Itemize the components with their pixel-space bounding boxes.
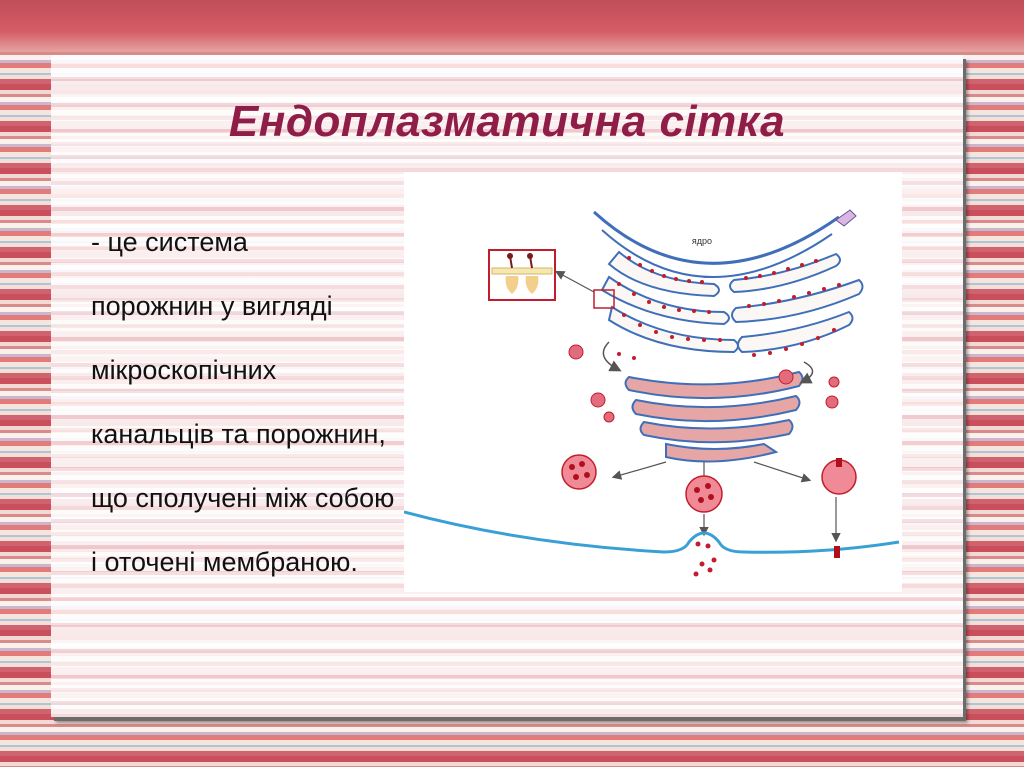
rough-er bbox=[600, 250, 864, 354]
nucleus-label: ядро bbox=[692, 236, 712, 246]
exocytosis-granules bbox=[693, 541, 717, 577]
nuclear-envelope-inner bbox=[601, 229, 833, 278]
inset-box bbox=[488, 249, 556, 301]
definition-text: - це система порожнин у вигляді мікроско… bbox=[91, 210, 551, 594]
ribosomes bbox=[617, 256, 841, 360]
er-diagram: ядро bbox=[403, 172, 902, 592]
golgi-arrow-right bbox=[799, 361, 814, 384]
inset-source-box bbox=[593, 289, 615, 309]
nuclear-pore bbox=[835, 209, 857, 227]
er-diagram-svg: ядро bbox=[403, 209, 900, 577]
secretory-vesicles bbox=[561, 454, 857, 513]
small-vesicles bbox=[568, 344, 840, 423]
definition-line: і оточені мембраною. bbox=[91, 547, 358, 577]
golgi-apparatus bbox=[624, 370, 804, 463]
definition-line: що сполучені між собою bbox=[91, 483, 395, 513]
definition-line: - це система bbox=[91, 227, 248, 257]
definition-line: канальців та порожнин, bbox=[91, 419, 386, 449]
slide-panel: Ендоплазматична сітка ядро bbox=[51, 55, 963, 717]
cell-membrane bbox=[403, 510, 900, 554]
definition-line: порожнин у вигляді bbox=[91, 291, 333, 321]
nuclear-envelope bbox=[592, 210, 840, 265]
definition-line: мікроскопічних bbox=[91, 355, 277, 385]
top-decor-band bbox=[0, 0, 1024, 52]
slide-title: Ендоплазматична сітка bbox=[228, 97, 786, 146]
golgi-arrow-left bbox=[602, 341, 622, 372]
